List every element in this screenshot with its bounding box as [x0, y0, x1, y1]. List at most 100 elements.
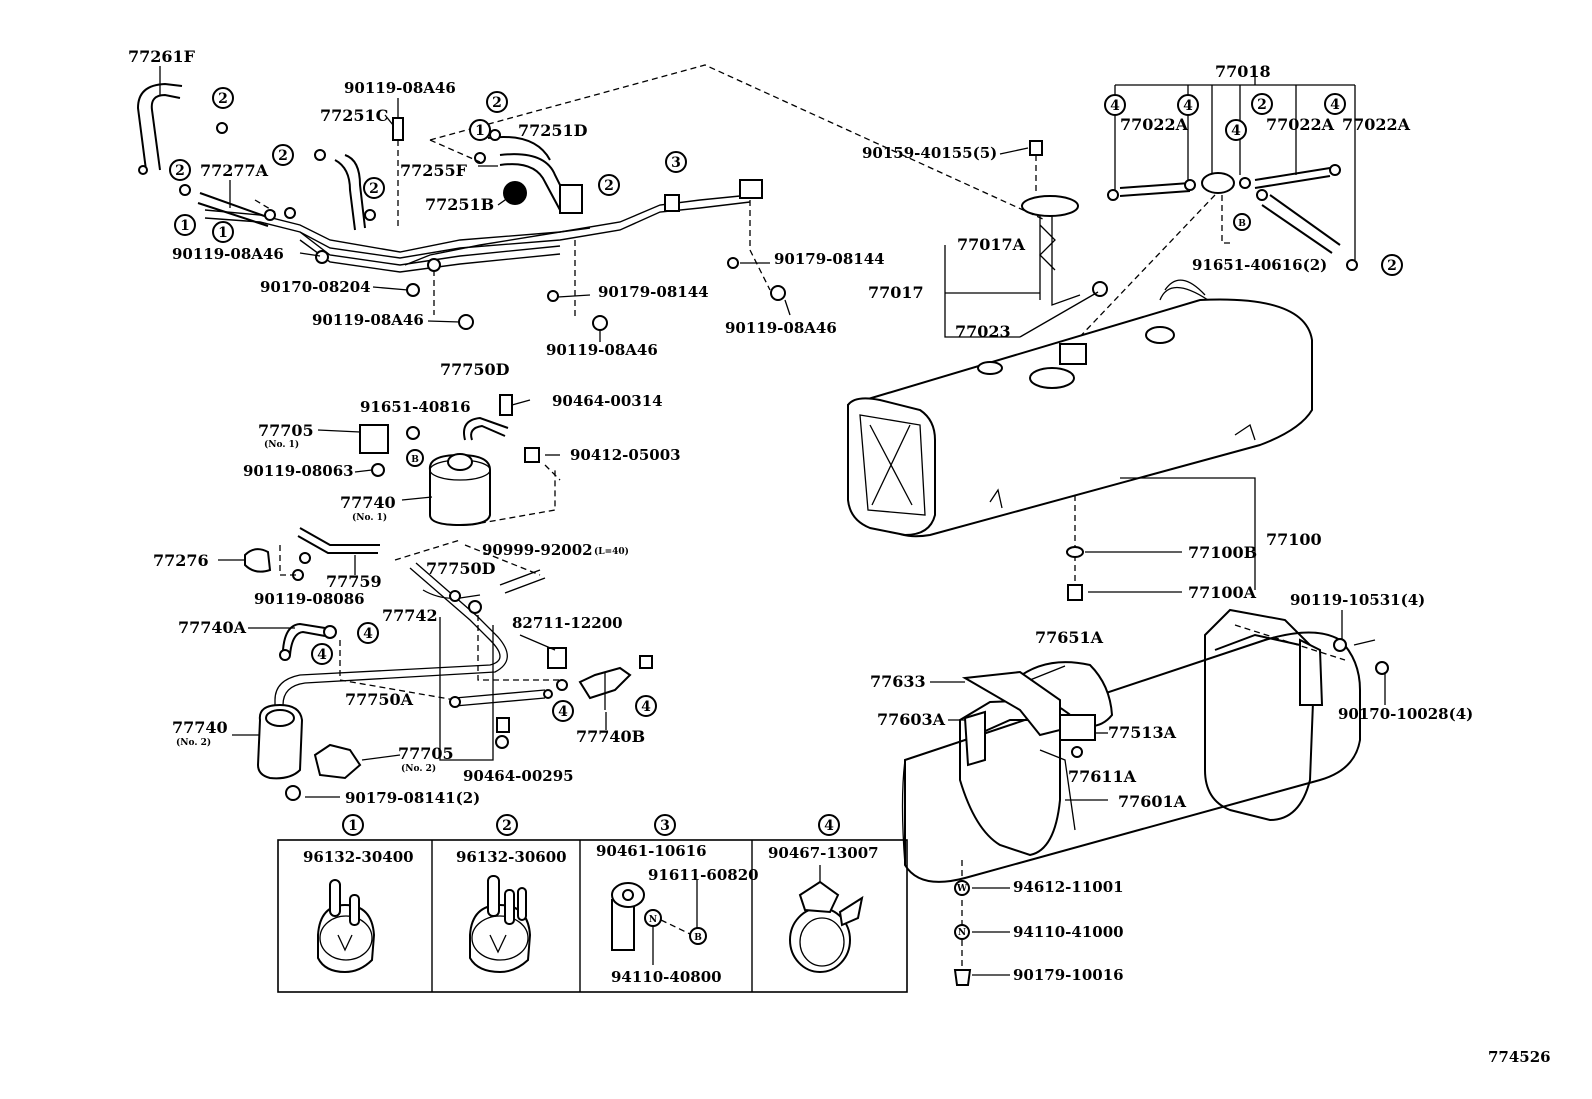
svg-text:2: 2: [492, 95, 502, 111]
ref-mark-1: 1: [174, 214, 196, 236]
svg-text:1: 1: [180, 218, 190, 234]
label-90119-08A46: 90119-08A46: [312, 311, 424, 329]
label-90119-08A46: 90119-08A46: [344, 79, 456, 97]
label-91651-40816: 91651-40816: [360, 398, 471, 416]
label-90119-08A46: 90119-08A46: [725, 319, 837, 337]
label-90119-08A46: 90119-08A46: [172, 245, 284, 263]
label-90119-08063: 90119-08063: [243, 462, 354, 480]
sublabel-no1: (No. 1): [264, 439, 299, 450]
label-90170-10028: 90170-10028(4): [1338, 705, 1473, 723]
label-77018: 77018: [1215, 62, 1271, 81]
callout-labels: 77261F 77277A 90119-08A46 77251C 77251D …: [128, 47, 1473, 984]
svg-text:4: 4: [317, 647, 327, 663]
label-77251D: 77251D: [518, 121, 588, 140]
svg-text:4: 4: [363, 626, 373, 642]
reference-marks: 2 2 1 1 2 2 2 1 2 3 4 4 2 4 4 B 2 B 4 4 …: [169, 87, 1403, 722]
legend-col-4: 4 90467-13007: [768, 814, 879, 973]
label-90179-08144: 90179-08144: [598, 283, 709, 301]
legend-part-3: 90461-10616: [596, 842, 707, 860]
label-77705: 77705: [258, 421, 314, 440]
ref-mark-2: 2: [169, 159, 191, 181]
ref-mark-1: 1: [212, 221, 234, 243]
svg-text:2: 2: [1257, 97, 1267, 113]
label-90119-08A46: 90119-08A46: [546, 341, 658, 359]
label-82711-12200: 82711-12200: [512, 614, 623, 632]
legend-mark-4: 4: [824, 818, 834, 834]
label-77750A: 77750A: [345, 690, 414, 709]
ref-mark-3: 3: [665, 151, 687, 173]
svg-text:4: 4: [1110, 98, 1120, 114]
sublabel-no2: (No. 2): [401, 763, 436, 774]
fuel-sender-assembly: [944, 84, 1358, 346]
label-94110-41000: 94110-41000: [1013, 923, 1124, 941]
label-90179-10016: 90179-10016: [1013, 966, 1124, 984]
figure-number: 774526: [1488, 1048, 1551, 1066]
legend-col-2: 2 96132-30600: [456, 814, 567, 974]
ref-mark-4: 4: [1225, 119, 1247, 141]
label-77022A: 77022A: [1120, 115, 1189, 134]
fuel-pipe-assembly: [136, 64, 1046, 331]
legend-part-3c: 94110-40800: [611, 968, 722, 986]
ref-mark-4: 4: [311, 643, 333, 665]
ref-mark-4: 4: [1104, 94, 1126, 116]
label-90170-08204: 90170-08204: [260, 278, 371, 296]
label-77100: 77100: [1266, 530, 1322, 549]
ref-mark-b: B: [1233, 213, 1251, 231]
label-90464-00295: 90464-00295: [463, 767, 574, 785]
ref-mark-2: 2: [486, 91, 508, 113]
mark-w-tank: W: [956, 884, 968, 894]
label-77261F: 77261F: [128, 47, 196, 66]
svg-text:4: 4: [1330, 97, 1340, 113]
label-77611A: 77611A: [1068, 767, 1137, 786]
label-90179-08141: 90179-08141(2): [345, 789, 480, 807]
ref-mark-1: 1: [469, 119, 491, 141]
label-77100B: 77100B: [1188, 543, 1257, 562]
label-77759: 77759: [326, 572, 382, 591]
legend-part-1: 96132-30400: [303, 848, 414, 866]
label-77277A: 77277A: [200, 161, 269, 180]
legend-col-1: 1 96132-30400: [303, 814, 414, 974]
svg-text:2: 2: [369, 181, 379, 197]
fuel-tank: [847, 279, 1313, 601]
svg-text:B: B: [1238, 219, 1246, 229]
sublabel-no2: (No. 2): [176, 737, 211, 748]
legend-part-2: 96132-30600: [456, 848, 567, 866]
label-77100A: 77100A: [1188, 583, 1257, 602]
ref-mark-4: 4: [357, 622, 379, 644]
svg-text:1: 1: [218, 225, 228, 241]
label-90119-10531: 90119-10531(4): [1290, 591, 1425, 609]
label-77251B: 77251B: [425, 195, 494, 214]
svg-text:4: 4: [641, 699, 651, 715]
label-77740A: 77740A: [178, 618, 247, 637]
svg-text:2: 2: [604, 178, 614, 194]
legend-part-3b: 91611-60820: [648, 866, 759, 884]
ref-mark-2: 2: [1381, 254, 1403, 276]
svg-text:3: 3: [671, 155, 681, 171]
label-77603A: 77603A: [877, 710, 946, 729]
mark-n-legend: N: [649, 915, 657, 925]
label-77251C: 77251C: [320, 106, 388, 125]
legend-mark-3: 3: [660, 818, 670, 834]
label-77276: 77276: [153, 551, 209, 570]
label-94612-11001: 94612-11001: [1013, 878, 1124, 896]
clamp-legend: 1 96132-30400 2 96132-30600 3 90461-1061…: [277, 814, 908, 993]
label-77017: 77017: [868, 283, 924, 302]
label-77651A: 77651A: [1035, 628, 1104, 647]
label-90999-92002: 90999-92002: [482, 541, 593, 559]
ref-mark-4: 4: [1177, 94, 1199, 116]
leader-lines: [159, 66, 1386, 976]
label-90464-00314: 90464-00314: [552, 392, 663, 410]
label-77022A: 77022A: [1342, 115, 1411, 134]
ref-mark-4: 4: [1324, 93, 1346, 115]
legend-mark-2: 2: [502, 818, 512, 834]
label-77740: 77740: [172, 718, 228, 737]
ref-mark-2: 2: [363, 177, 385, 199]
legend-mark-1: 1: [348, 818, 358, 834]
svg-text:B: B: [411, 455, 419, 465]
label-77740: 77740: [340, 493, 396, 512]
label-77022A: 77022A: [1266, 115, 1335, 134]
charcoal-canister-assembly: [244, 394, 653, 801]
label-77705: 77705: [398, 744, 454, 763]
label-77742: 77742: [382, 606, 438, 625]
